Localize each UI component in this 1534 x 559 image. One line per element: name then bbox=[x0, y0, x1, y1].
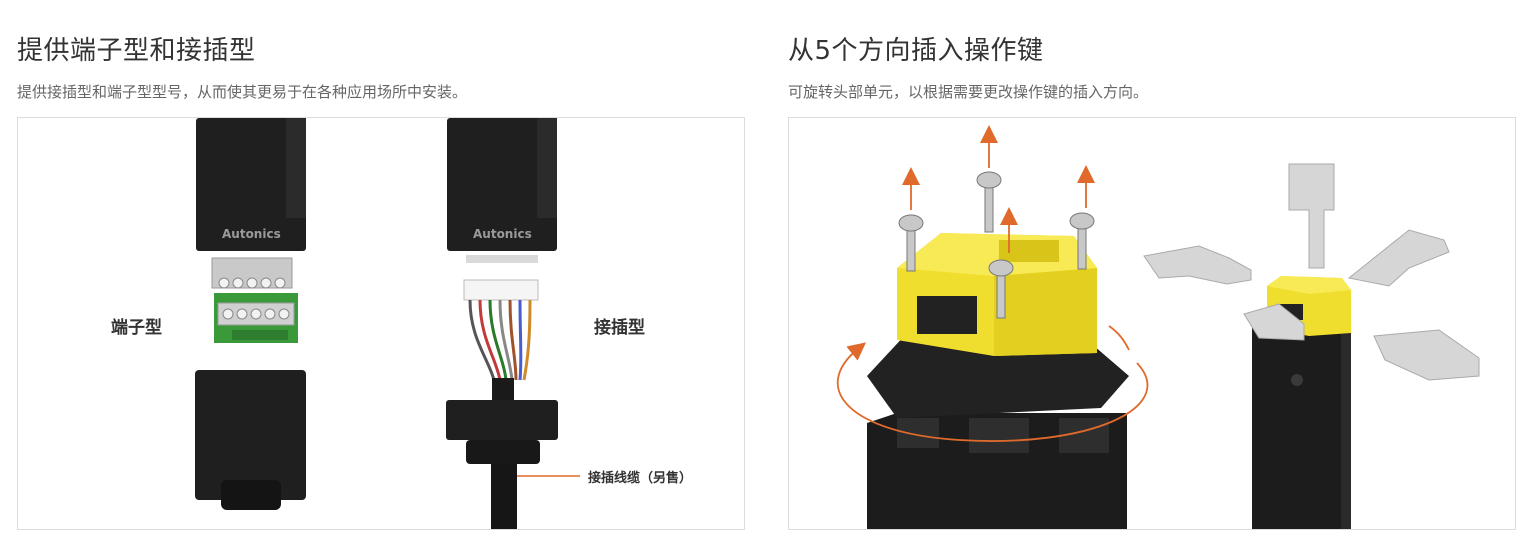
terminal-connector-illustration bbox=[195, 118, 580, 529]
brand-text-connector: Autonics bbox=[473, 227, 532, 241]
section-title: 从5个方向插入操作键 bbox=[788, 36, 1044, 66]
rotating-head-illustration bbox=[836, 125, 1480, 529]
product-illustration-frame bbox=[788, 117, 1516, 530]
section-subtitle: 提供接插型和端子型型号，从而使其更易于在各种应用场所中安装。 bbox=[17, 83, 468, 101]
label-connector-cable: 接插线缆（另售） bbox=[588, 471, 693, 486]
section-subtitle: 可旋转头部单元，以根据需要更改操作键的插入方向。 bbox=[788, 83, 1149, 101]
section-title: 提供端子型和接插型 bbox=[17, 36, 256, 66]
product-illustration-frame: Autonics Autonics 端子型 接插型 接插线缆（另售） bbox=[17, 117, 745, 530]
label-terminal-type: 端子型 bbox=[111, 318, 162, 338]
brand-text-terminal: Autonics bbox=[222, 227, 281, 241]
label-connector-type: 接插型 bbox=[594, 318, 645, 338]
